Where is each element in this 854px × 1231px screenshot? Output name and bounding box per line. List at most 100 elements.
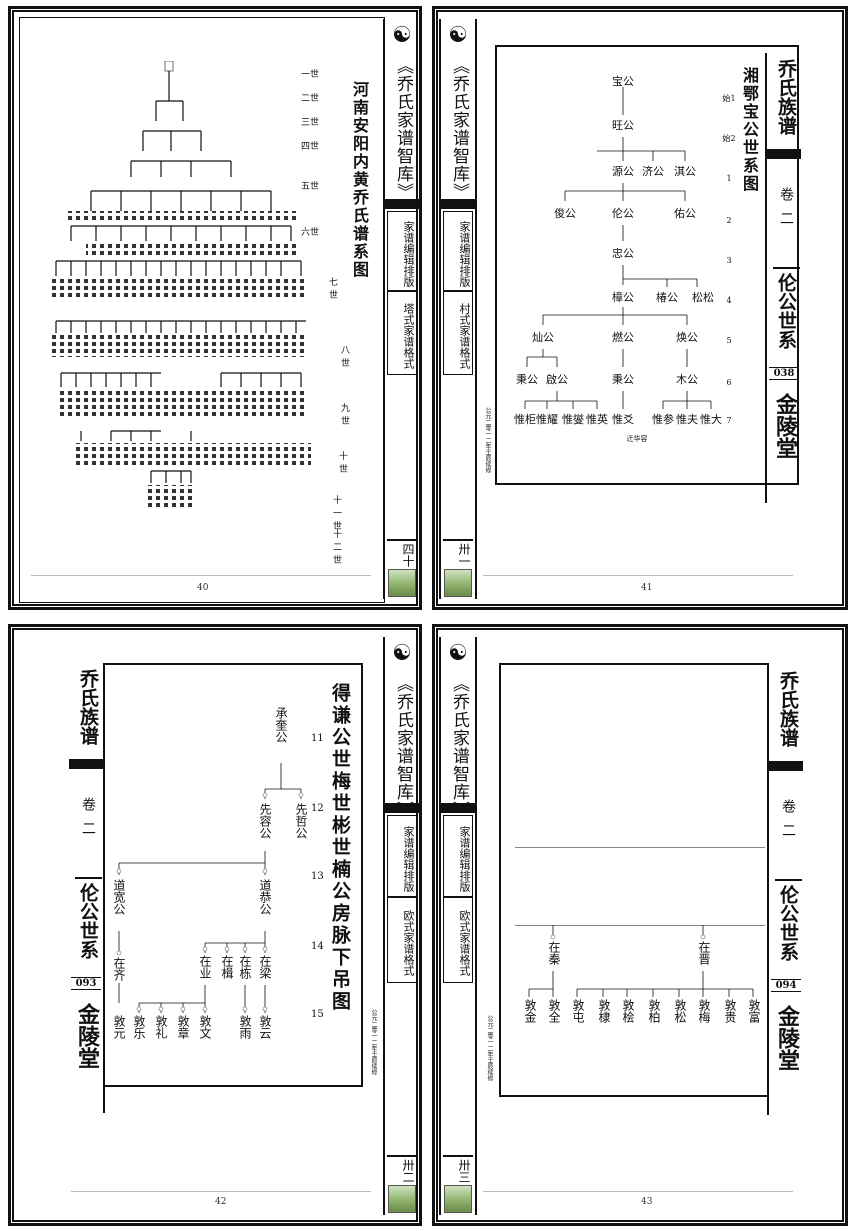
spine-box-style: 村式家谱格式: [443, 291, 473, 375]
person-name: 在梁: [257, 955, 274, 979]
person-name: 佑公: [674, 206, 696, 220]
person-name: 敦雨: [237, 1015, 254, 1039]
landscape-thumbnail: [444, 1185, 472, 1213]
person-name: 惟参: [652, 412, 674, 426]
person-name: 道宽公: [111, 879, 128, 915]
left-sidebar: 乔氏族谱 卷二 伦公世系 093 金陵堂: [69, 663, 105, 1113]
spine-40: ☯ 《乔氏家谱智库》 家谱编辑排版 塔式家谱格式 四十: [383, 19, 421, 599]
gen-label: 1: [726, 174, 731, 183]
right-sidebar: 乔氏族谱 卷二 伦公世系 038 金陵堂: [765, 53, 801, 503]
spine-43: ☯ 《乔氏家谱智库》 家谱编辑排版 欧式家谱格式 卅三: [439, 637, 477, 1215]
gen-label: 十二世: [333, 527, 343, 566]
spine-bar: [441, 803, 475, 813]
spine-bar: [385, 199, 419, 209]
person-name: 燃公: [612, 330, 634, 344]
book-title: 乔氏族谱: [773, 59, 800, 135]
sidebar-bar: [767, 149, 801, 159]
spine-bar: [441, 199, 475, 209]
page-41-title: 湘鄂宝公世系图: [737, 67, 761, 193]
page-42-title: 得谦公世梅世彬世楠公房脉下吊图: [327, 683, 354, 1013]
person-name: 敦富: [746, 999, 763, 1023]
page-40-title: 河南安阳内黄乔氏谱系图: [347, 81, 371, 279]
person-name: 敦贵: [722, 999, 739, 1023]
revision-note: 公元二零一二年壬辰续修: [369, 1009, 378, 1075]
person-name: 先哲公: [293, 803, 310, 839]
footer-rule: [483, 1191, 793, 1192]
person-name: 敦乐: [131, 1015, 148, 1039]
person-name: 淇公: [674, 165, 696, 178]
person-name: 旺公: [612, 119, 634, 132]
volume-number: 卅二: [387, 1155, 417, 1185]
spine-box-editing: 家谱编辑排版: [387, 815, 417, 897]
gen-label: 十世: [339, 449, 348, 475]
volume-number: 卅三: [443, 1155, 473, 1185]
name-layer: 承奎公 先容公 先哲公 道宽公 道恭公 在齐 在业 在楫 在栋 在梁 敦元 敦乐…: [105, 703, 331, 1063]
person-name: 伦公: [612, 206, 634, 220]
right-sidebar: 乔氏族谱 卷二 伦公世系 094 金陵堂: [767, 665, 803, 1115]
page-number: 43: [641, 1197, 652, 1207]
person-name: 敦桧: [620, 999, 637, 1023]
person-name: 俊公: [554, 206, 576, 220]
gen-label: 6: [726, 378, 731, 387]
gen-label: 始1: [722, 93, 735, 103]
footer-rule: [31, 575, 371, 576]
person-name: 惟爻: [612, 413, 634, 426]
library-title: 《乔氏家谱智库》: [391, 675, 416, 819]
name-layer: 在秦 在晋 敦金 敦全 敦屯 敦棣 敦桧 敦柏 敦松 敦梅 敦贵 敦富: [499, 923, 765, 1083]
hall-name: 金陵堂: [769, 393, 801, 459]
page-41: ☯ 《乔氏家谱智库》 家谱编辑排版 村式家谱格式 卅一 公元二零一二年壬辰续修 …: [432, 6, 848, 610]
sidebar-number: 038: [769, 367, 799, 380]
person-name: 惟耀: [536, 413, 558, 426]
person-name: 惟柜: [514, 413, 536, 426]
qiao-logo-icon: ☯: [389, 641, 415, 671]
page-40: 河南安阳内黄乔氏谱系图 一世 二世 三世 四世 五世 六世 七世 八世 九世 十…: [8, 6, 422, 610]
library-title: 《乔氏家谱智库》: [447, 675, 472, 819]
gen-label: 13: [311, 871, 324, 882]
gen-label: 4: [726, 296, 731, 305]
person-name: 樟公: [612, 290, 634, 304]
person-name: 忠公: [612, 247, 634, 260]
gen-label: 2: [726, 216, 731, 225]
page-43: ☯ 《乔氏家谱智库》 家谱编辑排版 欧式家谱格式 卅三 公元二零一二年壬辰续修 …: [432, 624, 848, 1226]
hall-name: 金陵堂: [71, 1003, 103, 1069]
person-name: 敦梅: [696, 999, 713, 1023]
spine-box-editing: 家谱编辑排版: [443, 815, 473, 897]
person-name: 啟公: [546, 372, 568, 386]
qiao-logo-icon: ☯: [445, 641, 471, 671]
person-name: 敦礼: [153, 1015, 170, 1039]
gen-label: 七世: [329, 275, 343, 301]
page-number: 42: [215, 1197, 226, 1207]
gen-label: 九世: [341, 401, 350, 427]
gen-label: 15: [311, 1009, 324, 1020]
gen-label: 12: [311, 803, 324, 814]
spine-box-style: 欧式家谱格式: [387, 897, 417, 983]
sidebar-number: 094: [771, 979, 801, 992]
book-title: 乔氏族谱: [775, 671, 802, 747]
hall-name: 金陵堂: [771, 1005, 803, 1071]
spine-box-style: 塔式家谱格式: [387, 291, 417, 375]
person-name: 松松: [692, 290, 714, 304]
juan-label: 卷二: [778, 799, 798, 847]
person-name: 木公: [676, 373, 698, 386]
person-name: 敦棣: [596, 999, 613, 1023]
gen-label: 7: [726, 416, 731, 425]
person-name: 宝公: [612, 75, 634, 88]
spine-bar: [385, 803, 419, 813]
library-title: 《乔氏家谱智库》: [391, 57, 416, 201]
person-name: 敦柏: [646, 999, 663, 1023]
person-name: 秉公: [516, 372, 538, 386]
divider-line: [515, 847, 765, 848]
landscape-thumbnail: [388, 569, 416, 597]
sidebar-bar: [769, 761, 803, 771]
gen-label: 始2: [722, 133, 735, 143]
qiao-logo-icon: ☯: [445, 23, 471, 53]
spine-box-style: 欧式家谱格式: [443, 897, 473, 983]
sidebar-bar: [69, 759, 103, 769]
person-name: 焕公: [676, 330, 698, 344]
page-number: 41: [641, 583, 652, 593]
gen-label: 5: [726, 336, 731, 345]
library-title: 《乔氏家谱智库》: [447, 57, 472, 201]
person-name: 在栋: [237, 955, 254, 979]
spine-box-editing: 家谱编辑排版: [387, 211, 417, 291]
gen-label: 八世: [341, 343, 350, 369]
